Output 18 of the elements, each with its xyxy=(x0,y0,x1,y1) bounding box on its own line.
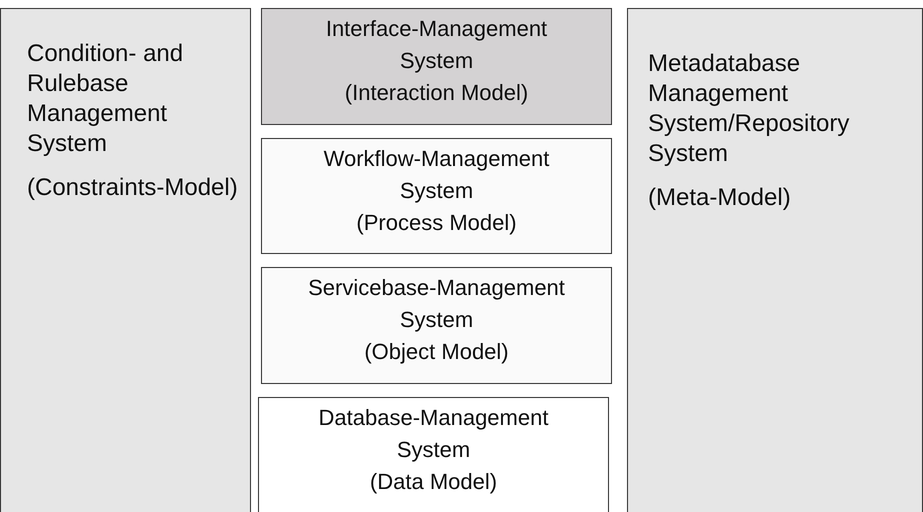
side-panel xyxy=(627,8,923,512)
model-name: (Interaction Model) xyxy=(344,79,530,107)
model-name: (Object Model) xyxy=(363,338,510,366)
system-name: Metadatabase Management System/Repository System xyxy=(648,49,850,169)
model-name: (Data Model) xyxy=(368,468,498,496)
side-panel xyxy=(0,8,251,512)
system-name: Database-Management System xyxy=(318,404,550,464)
system-name: Workflow-Management System xyxy=(322,145,550,205)
layer-box xyxy=(261,8,612,125)
system-name: Servicebase-Management System xyxy=(307,274,566,334)
model-name: (Process Model) xyxy=(355,209,518,237)
model-name: (Constraints-Model) xyxy=(27,173,239,203)
system-name: Interface-Management System xyxy=(324,15,548,75)
system-name: Condition- and Rulebase Management System xyxy=(27,39,184,159)
layer-box xyxy=(261,138,612,254)
layer-box xyxy=(261,267,612,384)
layer-box xyxy=(258,397,609,512)
model-name: (Meta-Model) xyxy=(648,183,792,213)
